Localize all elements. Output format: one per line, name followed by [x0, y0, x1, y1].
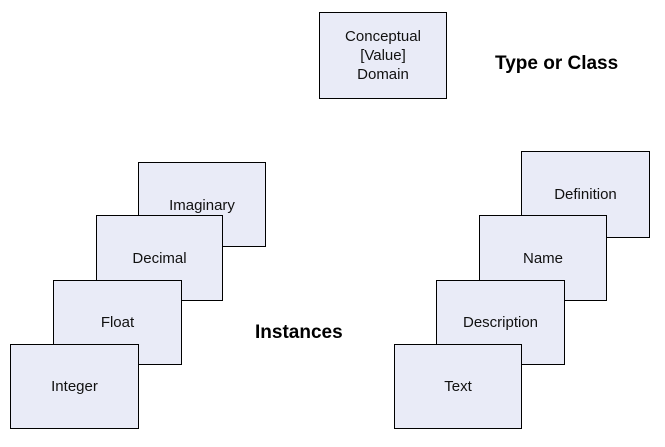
imaginary-label: Imaginary — [169, 197, 235, 214]
class-line-3: Domain — [357, 66, 409, 83]
description-label: Description — [462, 314, 539, 331]
class-line-1: Conceptual — [345, 28, 421, 45]
text-label: Text — [444, 378, 472, 395]
conceptual-value-domain-label: Conceptual [Value] Domain — [345, 27, 421, 84]
float-label: Float — [100, 314, 135, 331]
decimal-label: Decimal — [132, 249, 187, 267]
type-or-class-title: Type or Class — [495, 53, 619, 74]
name-label: Name — [522, 249, 563, 267]
definition-label: Definition — [554, 186, 617, 203]
integer-label: Integer — [51, 378, 98, 395]
conceptual-value-domain-box: Conceptual [Value] Domain — [319, 12, 447, 99]
integer-box: Integer — [10, 344, 139, 429]
text-box: Text — [394, 344, 522, 429]
instances-title: Instances — [255, 322, 343, 343]
class-line-2: [Value] — [360, 47, 406, 64]
